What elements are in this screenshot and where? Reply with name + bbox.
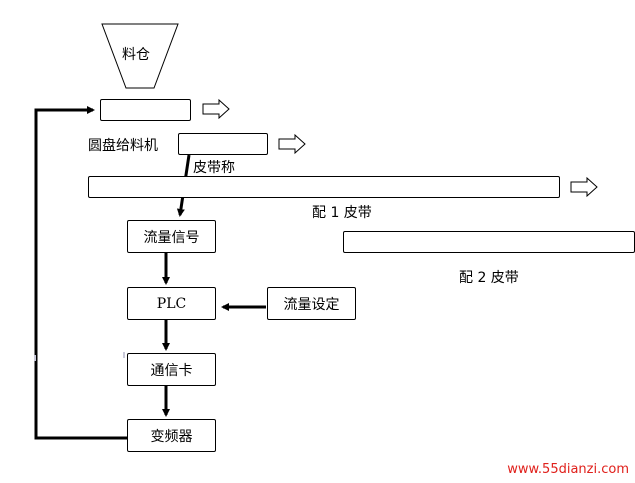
flow-signal-box: 流量信号	[127, 220, 216, 253]
hollow-arrow-belt-scale	[278, 133, 306, 155]
watermark: www.55dianzi.com	[507, 462, 629, 477]
faint-mark-left	[34, 355, 36, 361]
hollow-arrow-feeder	[202, 98, 230, 120]
hollow-arrow-belt-1	[570, 176, 598, 198]
arrow-inverter-to-feeder	[34, 106, 127, 440]
comm-card-box: 通信卡	[127, 353, 216, 386]
feeder-box	[100, 99, 191, 121]
inverter-box: 变频器	[127, 419, 216, 452]
belt-1-box	[88, 176, 560, 198]
belt-2-label: 配 2 皮带	[459, 270, 519, 286]
feeder-label: 圆盘给料机	[88, 138, 158, 154]
hopper-label: 料仓	[122, 47, 150, 63]
plc-box: PLC	[127, 287, 216, 320]
faint-mark-right	[123, 352, 125, 358]
hopper-shape	[101, 23, 179, 89]
belt-scale-box	[178, 133, 268, 155]
belt-2-box	[343, 231, 635, 253]
flow-setting-box: 流量设定	[267, 287, 356, 320]
belt-1-label: 配 1 皮带	[312, 205, 372, 221]
belt-scale-label: 皮带称	[193, 160, 235, 176]
